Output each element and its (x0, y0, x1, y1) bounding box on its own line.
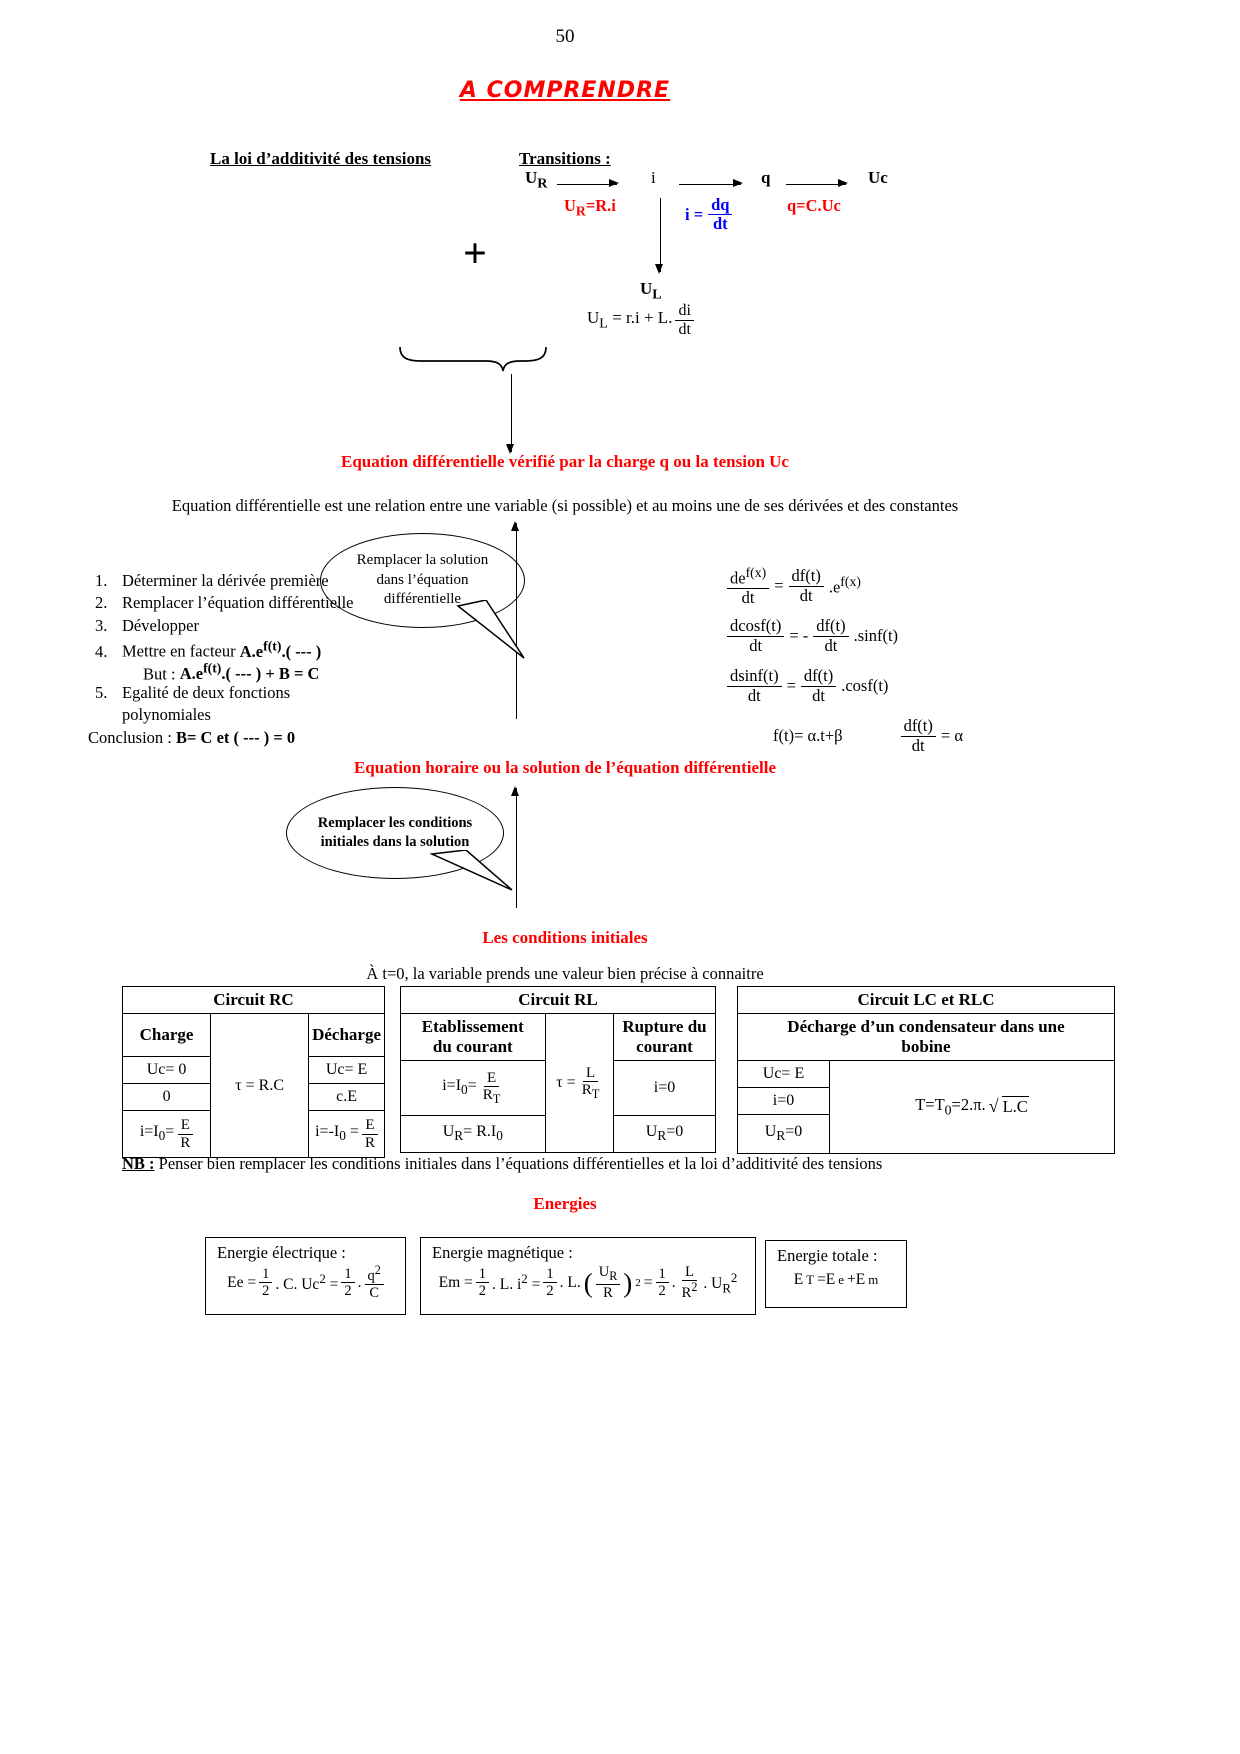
radical-icon: √ (988, 1096, 999, 1117)
formula-i-frac: dq dt (708, 195, 733, 234)
ul-equation-frac: di dt (675, 302, 694, 339)
additivity-heading: La loi d’additivité des tensions (210, 149, 432, 168)
arrow-right-icon (679, 179, 743, 188)
node-ur: UR (525, 168, 548, 192)
table-cell: c.E (308, 1083, 385, 1111)
derivative-rule-1: def(x)dt = df(t)dt .ef(x) (727, 563, 963, 609)
arrow-right-icon (557, 179, 619, 188)
derivative-rules: def(x)dt = df(t)dt .ef(x) dcosf(t)dt = -… (727, 563, 963, 763)
node-i: i (651, 168, 656, 187)
transitions-heading: Transitions : (519, 149, 611, 168)
step-5b: polynomiales (122, 705, 211, 725)
rl-table-title: Circuit RL (400, 986, 716, 1014)
conditions-heading: Les conditions initiales (482, 928, 648, 947)
speech-bubble-tail-icon (456, 600, 525, 659)
arrow-down-icon (655, 198, 664, 274)
speech-bubble-conditions: Remplacer les conditions initiales dans … (286, 787, 504, 879)
nb-label: NB : (122, 1154, 155, 1173)
table-cell: UR=0 (613, 1115, 716, 1153)
table-cell: Uc= E (308, 1056, 385, 1084)
total-energy-title: Energie totale : (777, 1246, 878, 1265)
arrow-right-icon (786, 179, 848, 188)
plus-sign: + (463, 231, 487, 277)
rl-table: Circuit RL Etablissement du courant τ = … (400, 986, 716, 1153)
paren-close: ) (623, 1267, 633, 1298)
formula-i-lhs: i = (685, 204, 704, 224)
arrow-up-icon (511, 786, 520, 908)
ul-equation-lhs: UL = r.i + L. (587, 308, 673, 332)
rc-tau-cell: τ = R.C (210, 1013, 310, 1158)
formula-q: q=C.Uc (787, 196, 841, 215)
ul-equation: UL = r.i + L. di dt (587, 302, 694, 339)
conclusion-line: Conclusion : B= C et ( --- ) = 0 (88, 727, 296, 747)
table-cell: i=0 (613, 1060, 716, 1116)
rc-table-title: Circuit RC (122, 986, 385, 1014)
step-5: 5.Egalité de deux fonctions (95, 682, 291, 702)
arrow-down-icon (506, 374, 515, 454)
rc-charge-header: Charge (121, 1013, 212, 1057)
curly-brace-icon (399, 346, 547, 372)
step-but: But : A.ef(t).( --- ) + B = C (143, 660, 320, 684)
step-4: 4.Mettre en facteur A.ef(t).( --- ) (95, 638, 322, 661)
page-number: 50 (555, 26, 575, 47)
table-cell: UR= R.I0 (400, 1115, 546, 1153)
ul-label: UL (640, 279, 662, 303)
node-uc: Uc (868, 168, 888, 187)
arrow-up-icon (511, 521, 520, 719)
paren-open: ( (583, 1267, 593, 1298)
speech-bubble-tail-icon (429, 850, 513, 891)
step-2: 2.Remplacer l’équation différentielle (95, 593, 354, 613)
horaire-heading: Equation horaire ou la solution de l’équ… (353, 758, 777, 777)
rl-rupt-header: Rupture du courant (613, 1013, 716, 1061)
table-cell: i=0 (737, 1087, 830, 1115)
table-cell: UR=0 (737, 1114, 830, 1154)
rc-table: Circuit RC Charge τ = R.C Décharge Uc= 0… (121, 986, 385, 1158)
diff-eq-heading: Equation différentielle vérifié par la c… (341, 452, 789, 471)
table-cell: Uc= E (737, 1060, 830, 1088)
page-title: A COMPRENDRE (459, 78, 671, 103)
lc-table-title: Circuit LC et RLC (737, 986, 1115, 1014)
derivative-rule-4: f(t)= α.t+β df(t)dt = α (773, 716, 963, 755)
derivative-rule-2: dcosf(t)dt = - df(t)dt .sinf(t) (727, 613, 963, 659)
table-cell: 0 (121, 1083, 212, 1111)
conditions-intro: À t=0, la variable prends une valeur bie… (366, 964, 764, 983)
lc-subtitle: Décharge d’un condensateur dans une bobi… (737, 1013, 1115, 1061)
method-steps: 1.Déterminer la dérivée première 2.Rempl… (88, 571, 535, 750)
step-1: 1.Déterminer la dérivée première (95, 571, 329, 590)
rl-est-header: Etablissement du courant (400, 1013, 546, 1061)
formula-i: i = dq dt (685, 195, 733, 234)
lc-table: Circuit LC et RLC Décharge d’un condensa… (737, 986, 1115, 1154)
step-3: 3.Développer (95, 615, 199, 635)
energies-heading: Energies (533, 1194, 597, 1213)
table-cell: Uc= 0 (121, 1056, 212, 1084)
magnetic-energy-title: Energie magnétique : (432, 1243, 573, 1262)
node-q: q (761, 168, 771, 187)
derivative-rule-3: dsinf(t)dt = df(t)dt .cosf(t) (727, 663, 963, 709)
rc-discharge-header: Décharge (308, 1013, 385, 1057)
speech-bubble-solution: Remplacer la solution dans l’équation di… (320, 533, 525, 628)
nb-note: NB : Penser bien remplacer les condition… (122, 1154, 883, 1173)
page-title-wrap: A COMPRENDRE (0, 78, 1130, 103)
electric-energy-title: Energie électrique : (217, 1243, 346, 1262)
formula-ur: UR=R.i (564, 196, 616, 219)
lc-period-cell: T=T0=2.π.√L.C (829, 1060, 1115, 1154)
diff-eq-definition: Equation différentielle est une relation… (171, 496, 959, 515)
